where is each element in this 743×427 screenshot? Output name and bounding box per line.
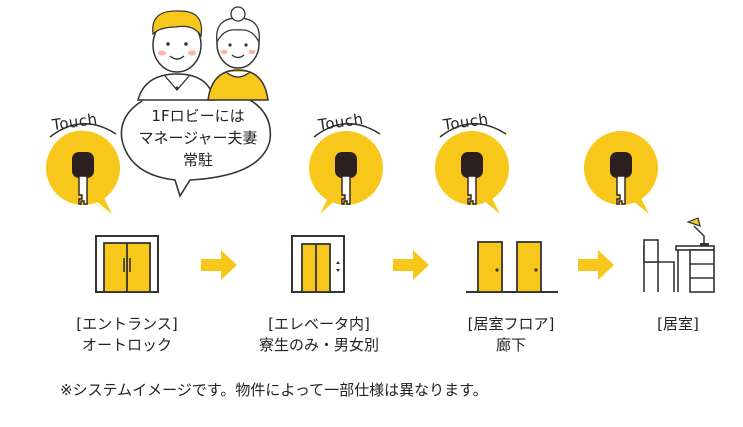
step-label-room: [居室] [630,314,726,335]
touch-arc-icon [313,122,381,138]
step-label-entrance: [エントランス] オートロック [62,314,192,356]
step-label-floor: [居室フロア] 廊下 [446,314,576,356]
step-subtitle: オートロック [81,336,172,354]
manager-bubble-line3: 常駐 [182,151,213,169]
step-title: [居室] [657,315,699,333]
key-icon [335,152,357,205]
step-title: [居室フロア] [467,315,555,333]
manager-man-icon [137,10,215,101]
touch-label: Touch [441,109,490,135]
key-icon [72,152,94,205]
key-icon [610,152,632,205]
step-subtitle: 寮生のみ・男女別 [258,336,379,354]
arrow-right-icon [393,250,429,280]
room-desk-icon [643,217,715,293]
manager-speech-bubble-icon [120,99,272,198]
touch-label: Touch [50,109,99,135]
step-label-elevator: [エレベータ内] 寮生のみ・男女別 [250,314,388,356]
manager-woman-icon [207,6,269,101]
touch-label: Touch [316,109,365,135]
manager-bubble-line2: マネージャー夫妻 [138,129,258,147]
step-title: [エレベータ内] [268,315,370,333]
manager-bubble-text: 1Fロビーには マネージャー夫妻 常駐 [128,105,268,171]
elevator-icon [291,235,345,293]
touch-arc-icon [439,122,507,138]
corridor-doors-icon [466,241,558,293]
step-subtitle: 廊下 [495,336,526,354]
key-icon [461,152,483,205]
arrow-right-icon [201,250,237,280]
touch-arc-icon [49,122,117,138]
step-title: [エントランス] [76,315,178,333]
arrow-right-icon [578,250,614,280]
entrance-door-icon [95,235,159,293]
manager-bubble-line1: 1Fロビーには [151,107,245,125]
footnote: ※システムイメージです。物件によって一部仕様は異なります。 [60,381,488,399]
